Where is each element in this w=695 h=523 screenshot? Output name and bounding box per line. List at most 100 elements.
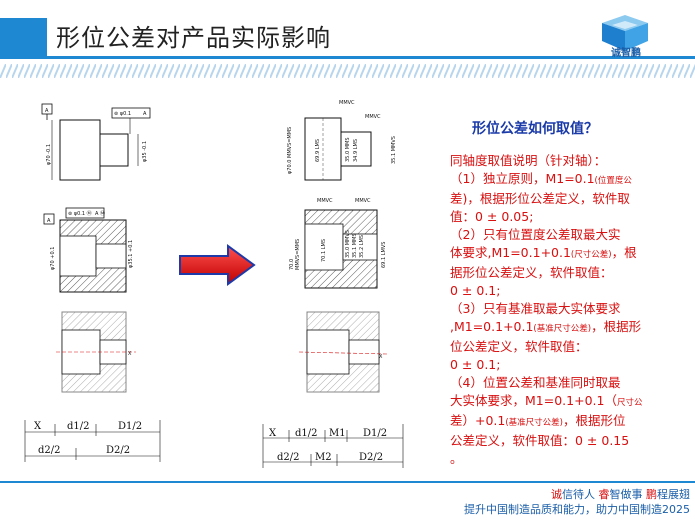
explanation-line: （3）只有基准取最大实体要求: [450, 300, 690, 318]
dim-r10: 35.1 MMS: [352, 233, 358, 258]
slogan-part: 鹏: [646, 488, 657, 501]
dim-r5: 35.1 MMVS: [391, 136, 397, 164]
line-tail: ，根据形: [591, 319, 642, 334]
fcf1-ref: A: [143, 111, 147, 117]
explanation-line: 位公差定义，软件取值：: [450, 338, 690, 356]
footer-slogan: 诚信待人 睿智做事 鹏程展翅: [440, 486, 690, 502]
line-tail: ，根: [611, 245, 637, 260]
fcf2-ref: A Ⓜ: [95, 210, 105, 217]
line-text: 大实体要求，M1=0.1+0.1（: [450, 393, 617, 408]
line-small-note: 尺寸公: [616, 398, 643, 408]
chain-left-x: X: [34, 421, 42, 432]
assembly-drawing: X: [56, 311, 136, 393]
mmvc-label-2: MMVC: [365, 114, 381, 120]
cube-logo-icon: [602, 15, 648, 51]
chain-right-m1: M1: [329, 428, 346, 439]
chain-left-d2: d2/2: [38, 445, 61, 456]
shaft-mmvc-drawing: MMVC MMVC φ70.0 MMVS=MMS 69.9 LMS 35.0 M…: [287, 100, 397, 181]
line-text: 值：0 ± 0.05;: [450, 209, 534, 224]
line-text: 差）+0.1: [450, 413, 506, 428]
line-text: （4）位置公差和基准同时取最: [450, 375, 621, 390]
chain-right-m2: M2: [315, 452, 332, 463]
line-text: 0 ± 0.1;: [450, 357, 501, 372]
dim-r1: φ70.0 MMVS=MMS: [287, 127, 293, 174]
line-text: 0 ± 0.1;: [450, 283, 501, 298]
explanation-line: 差)，根据形位公差定义，软件取: [450, 190, 690, 208]
explanation-line: （1）独立原则，M1=0.1(位置度公: [450, 170, 690, 190]
explanation-line: 。: [450, 450, 690, 468]
mmvc-label-4: MMVC: [355, 198, 371, 204]
left-drawings: A ⊚ φ0.1 A φ70 -0.1 φ35 -0.1 ⊚ φ0.1 Ⓜ A …: [24, 103, 161, 462]
logo-text: 诚智鹏: [611, 48, 641, 59]
shaft-drawing: A ⊚ φ0.1 A φ70 -0.1 φ35 -0.1: [41, 103, 151, 181]
explanation-line: （2）只有位置度公差取最大实: [450, 226, 690, 244]
line-text: 。: [450, 451, 463, 466]
dim-r7: MMVS=MMS: [295, 239, 301, 270]
dim-r8: 70.1 LMS: [321, 239, 327, 262]
bore-mmvc-drawing: MMVC MMVC 70.0 MMVS=MMS 70.1 LMS 35.0 MM…: [289, 198, 387, 289]
explanation-line: 大实体要求，M1=0.1+0.1（尺寸公: [450, 392, 690, 412]
line-text: （2）只有位置度公差取最大实: [450, 227, 621, 242]
line-text: 据形位公差定义，软件取值：: [450, 265, 613, 280]
footer-rule: [0, 481, 695, 483]
mmvc-label-1: MMVC: [339, 100, 355, 106]
chain-right-D1: D1/2: [363, 428, 387, 439]
line-text: 位公差定义，软件取值：: [450, 339, 588, 354]
explanation-line: 体要求,M1=0.1+0.1(尺寸公差)，根: [450, 244, 690, 264]
line-text: 差)，根据形位公差定义，软件取: [450, 191, 630, 206]
line-text: 公差定义，软件取值：0 ± 0.15: [450, 433, 630, 448]
line-small-note: (基准尺寸公差): [533, 324, 592, 334]
explanation-line: 差）+0.1(基准尺寸公差)，根据形位: [450, 412, 690, 432]
dim-r6: 70.0: [289, 259, 295, 270]
dim-phi35: φ35 -0.1: [142, 141, 148, 162]
decorative-stripe: [0, 64, 695, 78]
line-small-note: (基准尺寸公差): [505, 418, 563, 428]
chain-right-D2: D2/2: [359, 452, 383, 463]
axis-mark: X: [128, 351, 132, 357]
dim-r11: 35.2 LMS: [359, 235, 365, 258]
dim-r3: 35.0 MMS: [345, 137, 351, 162]
explanation-line: 公差定义，软件取值：0 ± 0.15: [450, 432, 690, 450]
explanation-line: 值：0 ± 0.05;: [450, 208, 690, 226]
mmvc-label-3: MMVC: [317, 198, 333, 204]
dim-r4: 34.9 LMS: [353, 139, 359, 162]
dim-phi35-hole: φ35.1 +0.1: [128, 240, 134, 268]
explanation-line: 据形位公差定义，软件取值：: [450, 264, 690, 282]
header-rule: [0, 56, 695, 59]
axis-mark-right: X: [379, 354, 383, 360]
dim-r9: 35.0 MMVS: [345, 230, 351, 258]
dim-phi70-hole: φ70 +0.1: [50, 247, 56, 270]
line-small-note: (尺寸公差): [570, 250, 612, 260]
header-accent-block: [0, 18, 47, 56]
explanation-line: （4）位置公差和基准同时取最: [450, 374, 690, 392]
explanation-line: 同轴度取值说明（针对轴）：: [450, 152, 690, 170]
line-text: 体要求,M1=0.1+0.1: [450, 245, 571, 260]
page-title: 形位公差对产品实际影响: [56, 24, 331, 52]
bore-drawing: ⊚ φ0.1 Ⓜ A Ⓜ A φ70 +0.1 φ35.1 +0.1: [43, 207, 134, 293]
right-drawings: MMVC MMVC φ70.0 MMVS=MMS 69.9 LMS 35.0 M…: [262, 100, 404, 468]
chain-left-d1: d1/2: [67, 421, 90, 432]
line-text: （3）只有基准取最大实体要求: [450, 301, 621, 316]
chain-right-d2: d2/2: [277, 452, 300, 463]
explanation-line: 0 ± 0.1;: [450, 282, 690, 300]
chain-right-d1: d1/2: [295, 428, 318, 439]
explanation-line: ,M1=0.1+0.1(基准尺寸公差)，根据形: [450, 318, 690, 338]
explanation-line: 0 ± 0.1;: [450, 356, 690, 374]
chain-left-D1: D1/2: [118, 421, 142, 432]
chain-right-x: X: [269, 428, 277, 439]
dim-r2: 69.9 LMS: [315, 139, 321, 162]
footer-mission: 提升中国制造品质和能力，助力中国制造2025: [464, 503, 690, 516]
red-arrow-icon: [179, 244, 256, 286]
datum-a-label: A: [45, 108, 49, 114]
line-tail: ，根据形位: [563, 413, 626, 428]
fcf2-text: ⊚ φ0.1 Ⓜ: [68, 210, 92, 217]
line-text: （1）独立原则，M1=0.1: [450, 171, 595, 186]
slogan-part: 睿: [598, 488, 610, 501]
line-text: ,M1=0.1+0.1: [450, 319, 534, 334]
question-heading: 形位公差如何取值？: [472, 121, 598, 137]
slogan-part: 智做事: [609, 488, 646, 501]
assembly-drawing-right: X: [298, 311, 388, 393]
fcf1-text: ⊚ φ0.1: [114, 111, 131, 117]
explanation-text: 同轴度取值说明（针对轴）： （1）独立原则，M1=0.1(位置度公差)，根据形位公…: [450, 152, 690, 468]
line-text: 同轴度取值说明（针对轴）：: [450, 153, 607, 168]
